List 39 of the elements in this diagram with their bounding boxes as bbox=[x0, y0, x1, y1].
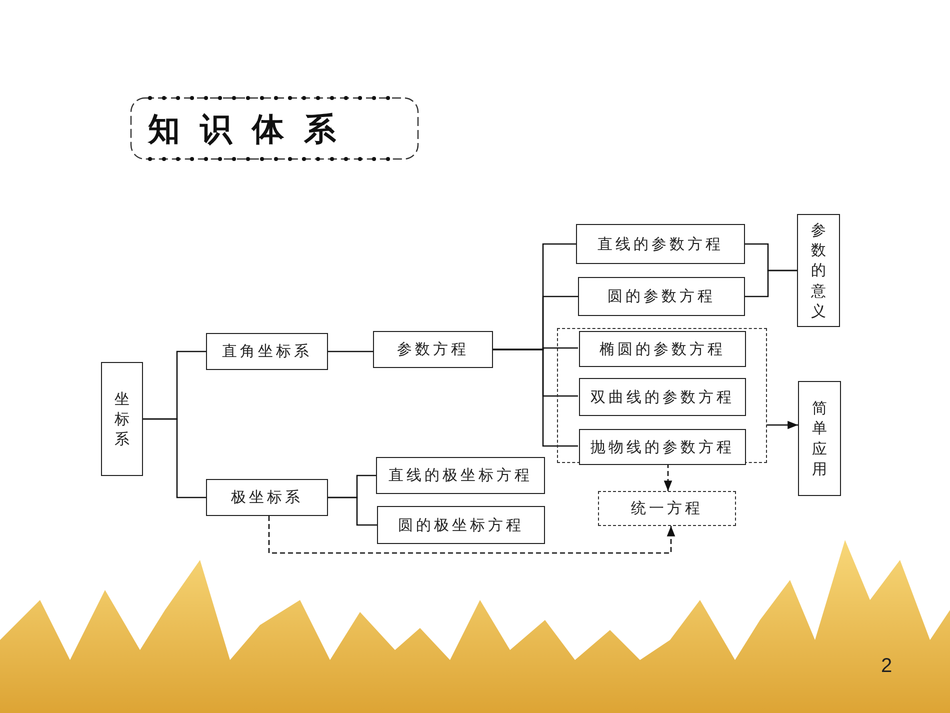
page-number: 2 bbox=[881, 655, 892, 678]
text-box bbox=[579, 378, 746, 416]
arrow bbox=[767, 420, 798, 430]
connector-line bbox=[328, 496, 377, 526]
node-label: 圆的极坐标方程 bbox=[398, 516, 524, 534]
text-box bbox=[373, 331, 493, 368]
node-label: 极坐标系 bbox=[231, 488, 303, 507]
text-box bbox=[376, 457, 545, 494]
node-label: 参数方程 bbox=[397, 340, 469, 359]
text-box bbox=[798, 381, 841, 496]
node-label: 简单应用 bbox=[812, 398, 827, 479]
node-label: 统一方程 bbox=[631, 499, 703, 518]
text-box bbox=[206, 479, 328, 516]
node-label: 椭圆的参数方程 bbox=[600, 340, 726, 358]
text-box bbox=[377, 506, 545, 544]
text-box bbox=[579, 331, 746, 367]
connector-line bbox=[745, 270, 797, 298]
text-box bbox=[578, 277, 745, 316]
node-label: 直线的极坐标方程 bbox=[388, 466, 532, 485]
arrow bbox=[664, 463, 672, 491]
node-label: 坐标系 bbox=[114, 388, 130, 450]
text-box bbox=[101, 362, 143, 476]
dashed-group-frame bbox=[557, 328, 767, 463]
connector-line bbox=[493, 348, 578, 447]
node-label: 参数的意义 bbox=[811, 220, 826, 322]
text-box bbox=[576, 224, 745, 264]
node-label: 双曲线的参数方程 bbox=[590, 388, 734, 406]
text-box bbox=[797, 214, 840, 327]
text-box bbox=[206, 333, 328, 370]
node-label: 直线的参数方程 bbox=[598, 234, 724, 254]
dashed-box bbox=[598, 491, 736, 526]
connector-line bbox=[143, 418, 206, 498]
node-label: 直角坐标系 bbox=[222, 342, 312, 361]
text-box bbox=[579, 429, 746, 465]
arrow bbox=[268, 516, 676, 554]
node-label: 抛物线的参数方程 bbox=[590, 438, 734, 456]
title: 知识体系 bbox=[148, 109, 356, 150]
node-label: 圆的参数方程 bbox=[608, 287, 716, 306]
connector-line bbox=[328, 350, 373, 352]
